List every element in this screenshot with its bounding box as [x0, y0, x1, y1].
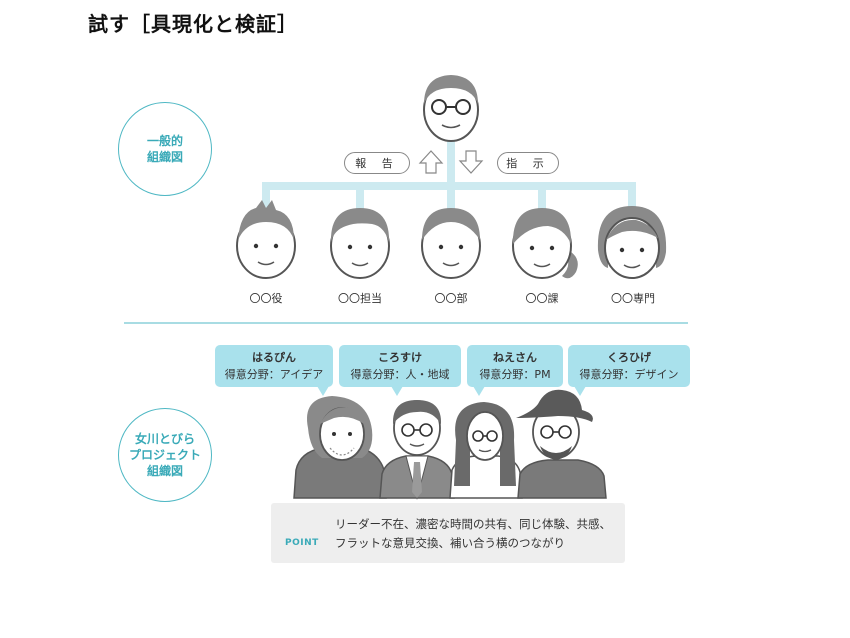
- role-label: 〇〇専門: [611, 292, 655, 305]
- org-connectors: [262, 140, 636, 210]
- member-name: くろひげ: [607, 351, 651, 364]
- point-label: POINT: [285, 538, 319, 548]
- member-skill: 得意分野：アイデア: [224, 368, 324, 381]
- boss-face-icon: [423, 75, 479, 142]
- staff-face-icon: [421, 208, 481, 279]
- instruct-arrow-down-icon: [458, 150, 484, 174]
- member-name: ねえさん: [493, 351, 537, 364]
- member-neesan-icon: [449, 402, 523, 499]
- member-name: はるぴん: [252, 351, 296, 364]
- project-org-label: 女川とびら プロジェクト 組織図: [118, 408, 212, 502]
- member-skill: 得意分野：人・地域: [350, 368, 450, 381]
- project-label-line1: 女川とびら: [134, 431, 195, 446]
- staff-face-icon: [236, 200, 296, 279]
- project-label-line3: 組織図: [146, 464, 183, 479]
- point-line1: リーダー不在、濃密な時間の共有、同じ体験、共感、: [335, 517, 611, 531]
- point-line2: フラットな意見交換、補い合う横のつながり: [335, 536, 565, 550]
- member-bubble-haruping: はるぴん 得意分野：アイデア: [215, 345, 333, 396]
- page-title: 試す［具現化と検証］: [88, 12, 298, 36]
- point-box: POINT リーダー不在、濃密な時間の共有、同じ体験、共感、 フラットな意見交換…: [271, 503, 625, 563]
- member-haruping-icon: [293, 396, 387, 499]
- member-kurohige-icon: [516, 389, 607, 499]
- member-bubble-kurohige: くろひげ 得意分野：デザイン: [568, 345, 690, 396]
- member-bubble-neesan: ねえさん 得意分野：PM: [467, 345, 563, 396]
- member-bubble-korosuke: ころすけ 得意分野：人・地域: [339, 345, 461, 396]
- section-divider: [124, 322, 688, 324]
- report-arrow-up-icon: [418, 150, 444, 174]
- project-label-line2: プロジェクト: [128, 447, 201, 462]
- instruct-label: 指 示: [497, 152, 559, 174]
- staff-face-icon: [597, 206, 667, 279]
- role-label: 〇〇課: [525, 292, 559, 305]
- role-label: 〇〇担当: [338, 292, 382, 305]
- traditional-org-label: 一般的 組織図: [118, 102, 212, 196]
- member-skill: 得意分野：デザイン: [579, 368, 679, 381]
- traditional-label-line2: 組織図: [146, 150, 183, 164]
- point-text: リーダー不在、濃密な時間の共有、同じ体験、共感、 フラットな意見交換、補い合う横…: [335, 515, 611, 553]
- report-label: 報 告: [344, 152, 410, 174]
- role-label: 〇〇部: [434, 292, 468, 305]
- member-name: ころすけ: [378, 351, 422, 364]
- role-label: 〇〇役: [249, 292, 283, 305]
- staff-face-icon: [330, 208, 390, 279]
- staff-face-icon: [512, 208, 578, 279]
- traditional-label-line1: 一般的: [146, 133, 183, 148]
- member-korosuke-icon: [379, 400, 455, 500]
- member-skill: 得意分野：PM: [479, 368, 551, 381]
